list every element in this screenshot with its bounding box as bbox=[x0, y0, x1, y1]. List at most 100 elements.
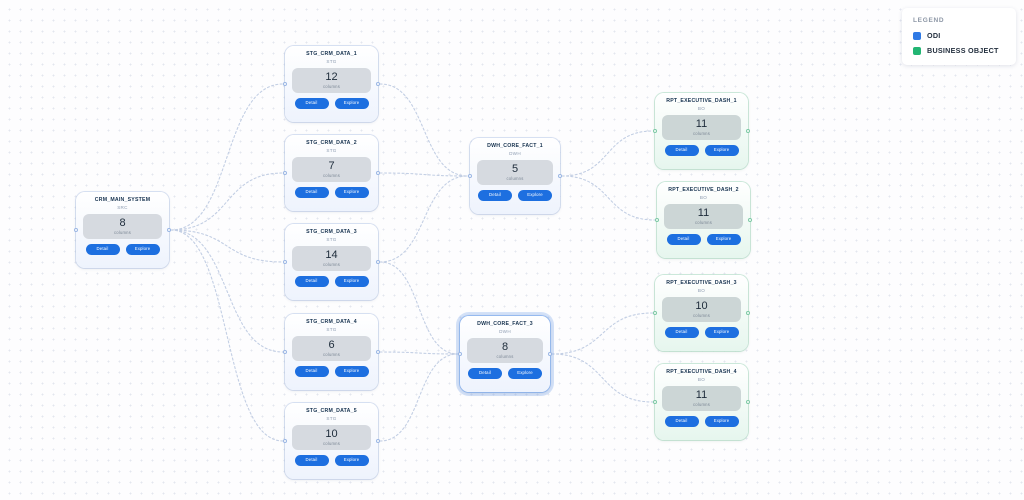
node-column-label: columns bbox=[114, 230, 131, 236]
output-port[interactable] bbox=[376, 171, 380, 175]
explore-button[interactable]: Explore bbox=[334, 98, 369, 109]
legend-item: BUSINESS OBJECT bbox=[913, 46, 1006, 55]
input-port[interactable] bbox=[653, 129, 657, 133]
input-port[interactable] bbox=[283, 350, 287, 354]
lineage-edge bbox=[379, 175, 469, 263]
explore-button[interactable]: Explore bbox=[704, 327, 739, 338]
node-column-count: 6 bbox=[328, 339, 335, 352]
output-port[interactable] bbox=[746, 129, 750, 133]
input-port[interactable] bbox=[653, 400, 657, 404]
input-port[interactable] bbox=[283, 171, 287, 175]
explore-button[interactable]: Explore bbox=[508, 368, 542, 379]
detail-button[interactable]: Detail bbox=[294, 187, 329, 198]
explore-button[interactable]: Explore bbox=[704, 145, 739, 156]
node-column-label: columns bbox=[695, 220, 712, 226]
node-column-label: columns bbox=[323, 441, 340, 447]
input-port[interactable] bbox=[458, 352, 462, 356]
detail-button[interactable]: Detail bbox=[468, 368, 502, 379]
node-title: STG_CRM_DATA_4 bbox=[306, 319, 357, 325]
input-port[interactable] bbox=[283, 82, 287, 86]
lineage-edge bbox=[561, 130, 654, 177]
node-title: STG_CRM_DATA_5 bbox=[306, 408, 357, 414]
node-column-count: 14 bbox=[325, 249, 338, 262]
input-port[interactable] bbox=[283, 439, 287, 443]
node-column-count: 10 bbox=[695, 300, 708, 313]
explore-button[interactable]: Explore bbox=[334, 366, 369, 377]
explore-button[interactable]: Explore bbox=[334, 455, 369, 466]
detail-button[interactable]: Detail bbox=[478, 190, 512, 201]
node-button-row: Detail Explore bbox=[292, 455, 371, 466]
detail-button[interactable]: Detail bbox=[85, 244, 120, 255]
node-column-label: columns bbox=[323, 173, 340, 179]
detail-button[interactable]: Detail bbox=[294, 98, 329, 109]
output-port[interactable] bbox=[376, 260, 380, 264]
output-port[interactable] bbox=[746, 400, 750, 404]
node-column-count: 11 bbox=[695, 389, 708, 402]
node-button-row: Detail Explore bbox=[664, 234, 743, 245]
output-port[interactable] bbox=[548, 352, 552, 356]
output-port[interactable] bbox=[376, 439, 380, 443]
node-subtitle: STG bbox=[326, 148, 337, 154]
node-button-row: Detail Explore bbox=[662, 145, 741, 156]
lineage-edge bbox=[551, 353, 654, 403]
output-port[interactable] bbox=[746, 311, 750, 315]
detail-button[interactable]: Detail bbox=[664, 145, 699, 156]
detail-button[interactable]: Detail bbox=[294, 276, 329, 287]
lineage-edge bbox=[379, 261, 459, 355]
lineage-edge bbox=[379, 172, 469, 177]
output-port[interactable] bbox=[376, 82, 380, 86]
node-subtitle: STG bbox=[326, 327, 337, 333]
detail-button[interactable]: Detail bbox=[294, 455, 329, 466]
input-port[interactable] bbox=[653, 311, 657, 315]
node-subtitle: BO bbox=[699, 195, 708, 201]
node-column-count: 11 bbox=[695, 118, 708, 131]
explore-button[interactable]: Explore bbox=[334, 187, 369, 198]
node-column-label: columns bbox=[693, 313, 710, 319]
node-button-row: Detail Explore bbox=[83, 244, 162, 255]
explore-button[interactable]: Explore bbox=[518, 190, 552, 201]
detail-button[interactable]: Detail bbox=[666, 234, 701, 245]
explore-button[interactable]: Explore bbox=[704, 416, 739, 427]
node-column-label: columns bbox=[496, 354, 514, 360]
lineage-edge bbox=[379, 83, 469, 177]
output-port[interactable] bbox=[167, 228, 171, 232]
node-button-row: Detail Explore bbox=[662, 416, 741, 427]
input-port[interactable] bbox=[74, 228, 78, 232]
node-column-label: columns bbox=[323, 262, 340, 268]
node-column-count: 11 bbox=[697, 207, 710, 220]
explore-button[interactable]: Explore bbox=[125, 244, 160, 255]
node-title: RPT_EXECUTIVE_DASH_3 bbox=[666, 280, 737, 286]
detail-button[interactable]: Detail bbox=[294, 366, 329, 377]
input-port[interactable] bbox=[655, 218, 659, 222]
input-port[interactable] bbox=[468, 174, 472, 178]
output-port[interactable] bbox=[376, 350, 380, 354]
explore-button[interactable]: Explore bbox=[334, 276, 369, 287]
node-title: RPT_EXECUTIVE_DASH_2 bbox=[668, 187, 739, 193]
lineage-edge bbox=[170, 83, 284, 231]
node-subtitle: BO bbox=[697, 288, 706, 294]
explore-button[interactable]: Explore bbox=[706, 234, 741, 245]
output-port[interactable] bbox=[558, 174, 562, 178]
input-port[interactable] bbox=[283, 260, 287, 264]
detail-button[interactable]: Detail bbox=[664, 327, 699, 338]
output-port[interactable] bbox=[748, 218, 752, 222]
detail-button[interactable]: Detail bbox=[664, 416, 699, 427]
lineage-edge bbox=[170, 229, 284, 263]
